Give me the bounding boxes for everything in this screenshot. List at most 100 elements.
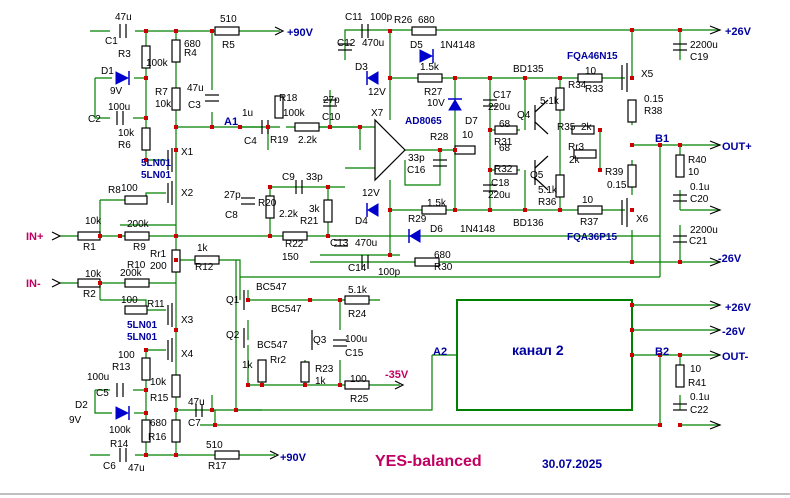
junction-dot (388, 253, 392, 257)
junction-dot (630, 353, 634, 357)
ref-r13: R13 (112, 362, 131, 373)
value-r21: 3k (309, 204, 321, 215)
junction-dot (210, 125, 214, 129)
value-c4: 1u (242, 108, 253, 119)
value-x3: 5LN01 (127, 320, 157, 331)
ref-r26: R26 (394, 15, 413, 26)
junction-dot (678, 423, 682, 427)
junction-dot (326, 185, 330, 189)
ref-rr3: Rr3 (568, 142, 585, 153)
value-d5: 1N4148 (440, 40, 475, 51)
ref-r7: R7 (155, 87, 168, 98)
junction-dot (358, 125, 362, 129)
ref-d3: D3 (355, 62, 368, 73)
junction-dot (388, 29, 392, 33)
ref-r1: R1 (83, 242, 96, 253)
value-r28: 10 (462, 130, 474, 141)
value-r13: 100 (118, 350, 135, 361)
junction-dot (338, 383, 342, 387)
junction-dot (210, 29, 214, 33)
value-c1: 47u (115, 12, 132, 23)
junction-dot (246, 383, 250, 387)
value-rr2: 1k (242, 360, 254, 371)
ref-r40: R40 (688, 155, 707, 166)
value-c15: 100u (345, 334, 367, 345)
ref-c8: C8 (225, 210, 238, 221)
input-in-minus: IN- (26, 278, 41, 290)
value-c7: 47u (188, 397, 205, 408)
ref-r8: R8 (108, 185, 121, 196)
junction-dot (678, 28, 682, 32)
value-x6: FQA36P15 (567, 232, 617, 243)
net-minus26-top: -26V (718, 253, 742, 265)
ref-c7: C7 (188, 418, 201, 429)
junction-dot (326, 234, 330, 238)
ref-r5: R5 (222, 40, 235, 51)
value-c8: 27p (224, 190, 241, 201)
junction-dot (388, 76, 392, 80)
value-c10: 27p (323, 95, 340, 106)
value-r18: 100k (283, 108, 306, 119)
ref-c11: C11 (345, 12, 363, 23)
ref-r21: R21 (300, 216, 319, 227)
channel-2-block[interactable] (456, 299, 633, 411)
ref-r20: R20 (258, 198, 277, 209)
input-in-plus: IN+ (26, 231, 43, 243)
junction-dot (658, 423, 662, 427)
value-c2: 100u (108, 102, 130, 113)
value-r31: 68 (499, 119, 511, 130)
ref-c4: C4 (244, 136, 257, 147)
junction-dot (303, 383, 307, 387)
value-x2: 5LN01 (141, 170, 171, 181)
junction-dot (453, 208, 457, 212)
ref-r24: R24 (348, 309, 367, 320)
value-r25: 100 (350, 374, 367, 385)
value-x1: 5LN01 (141, 158, 171, 169)
value-d6: 1N4148 (460, 224, 495, 235)
ref-x4: X4 (181, 349, 194, 360)
junction-dot (488, 76, 492, 80)
ref-r23: R23 (315, 364, 334, 375)
junction-dot (246, 298, 250, 302)
ref-c22: C22 (690, 405, 709, 416)
value-c3: 47u (187, 83, 204, 94)
junction-dot (630, 208, 634, 212)
value-r20: 2.2k (279, 209, 299, 220)
value-r27: 1.5k (420, 62, 440, 73)
junction-dot (598, 128, 602, 132)
ref-r16: R16 (148, 432, 167, 443)
junction-dot (630, 303, 634, 307)
value-r6: 10k (118, 128, 135, 139)
ref-c9: C9 (282, 172, 295, 183)
ref-c6: C6 (103, 461, 116, 472)
net-minus26-mid: -26V (722, 326, 746, 338)
ref-r6: R6 (118, 140, 131, 151)
junction-dot (174, 258, 178, 262)
schematic-title: YES-balanced (375, 453, 482, 470)
junction-dot (174, 234, 178, 238)
ref-q3: Q3 (313, 335, 327, 346)
ref-q5: Q5 (530, 170, 544, 181)
junction-dot (438, 148, 442, 152)
value-r41: 10 (690, 364, 702, 375)
node-b2: B2 (655, 346, 669, 358)
output-out-minus: OUT- (722, 351, 749, 363)
value-r3: 100k (146, 58, 169, 69)
value-d7: 10V (427, 98, 445, 109)
ref-q2: Q2 (226, 330, 240, 341)
ref-c19: C19 (690, 52, 709, 63)
ref-r17: R17 (208, 461, 227, 472)
ref-d1: D1 (101, 66, 114, 77)
junction-dot (268, 234, 272, 238)
value-q2: BC547 (257, 340, 288, 351)
ref-r35: R35 (557, 122, 576, 133)
ref-r38: R38 (644, 106, 663, 117)
value-r36: 5.1k (538, 185, 558, 196)
junction-dot (144, 76, 148, 80)
junction-dot (630, 260, 634, 264)
value-rr3: 2k (569, 155, 581, 166)
ref-c18: C18 (491, 178, 510, 189)
value-r37: 10 (582, 195, 594, 206)
junction-dot (238, 125, 242, 129)
ref-c12: C12 (337, 38, 356, 49)
